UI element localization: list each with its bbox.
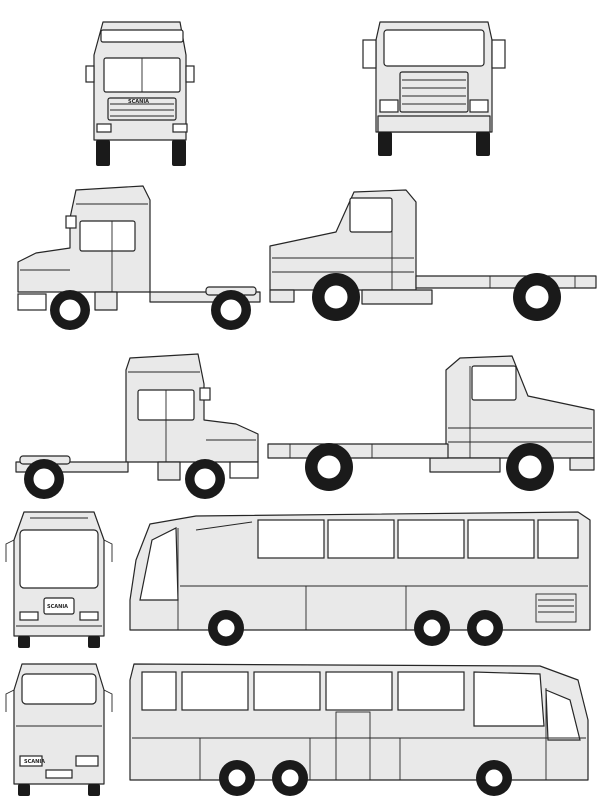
coach-side-view-left — [129, 511, 591, 646]
scania-coach-front-badge: SCANIA — [47, 604, 68, 610]
scania-coach-rear-badge: SCANIA — [24, 759, 45, 765]
scania-front-badge: SCANIA — [128, 99, 149, 105]
truck-side-view-tractor-highroof — [17, 185, 261, 330]
front-left-tyre — [96, 140, 110, 166]
coach-side-view-right — [129, 663, 589, 796]
front-right-tyre — [172, 140, 186, 166]
truck-front-view-highroof: SCANIA — [85, 21, 195, 166]
coach-front-view: SCANIA — [5, 511, 113, 648]
truck-side-view-rigid-chassis-lowroof-right — [267, 355, 595, 491]
truck-side-view-rigid-chassis-lowroof — [269, 189, 597, 321]
truck-side-view-tractor-highroof-right — [15, 353, 259, 499]
truck-front-view-lowroof — [362, 21, 506, 156]
coach-rear-view: SCANIA — [5, 663, 113, 796]
